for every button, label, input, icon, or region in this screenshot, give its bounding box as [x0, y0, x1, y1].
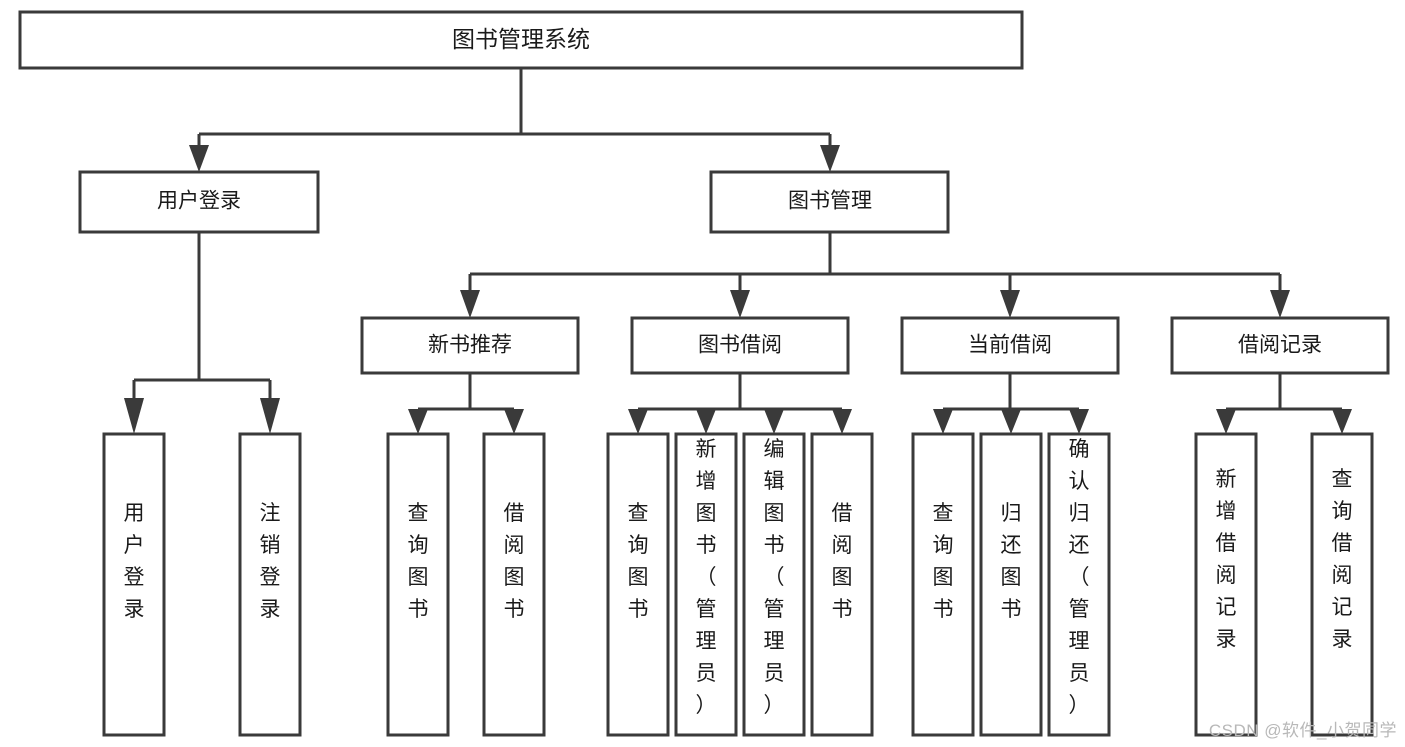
node-query-book-3-label: 查询图书 — [933, 502, 954, 621]
node-add-borrow-record-box[interactable] — [1194, 432, 1258, 737]
arrowhead-new-book-recommend — [460, 290, 480, 318]
node-add-book-admin[interactable]: 新增图书（管理员） — [674, 432, 738, 737]
node-user-logout-label: 注销登录 — [260, 502, 281, 621]
node-borrow-book-2[interactable]: 借阅图书 — [810, 432, 874, 737]
node-query-book-1-box[interactable] — [386, 432, 450, 737]
node-borrow-book-1-label: 借阅图书 — [504, 502, 525, 621]
arrowhead-query-book-2 — [628, 409, 648, 434]
arrowhead-query-borrow-record — [1332, 409, 1352, 434]
node-user-logout-box[interactable] — [238, 432, 302, 737]
node-current-borrow[interactable]: 当前借阅 — [900, 316, 1120, 375]
node-current-borrow-label: 当前借阅 — [968, 334, 1052, 357]
arrowhead-query-book-1 — [408, 409, 428, 434]
node-book-manage-box[interactable] — [709, 170, 950, 234]
node-user-login[interactable]: 用户登录 — [78, 170, 320, 234]
node-new-book-recommend-box[interactable] — [360, 316, 580, 375]
node-user-login-do-label: 用户登录 — [124, 502, 145, 621]
node-edit-book-admin-label: 编辑图书（管理员） — [764, 438, 785, 717]
node-query-borrow-record[interactable]: 查询借阅记录 — [1310, 432, 1374, 737]
arrowhead-add-book-admin — [696, 409, 716, 434]
node-query-book-1[interactable]: 查询图书 — [386, 432, 450, 737]
node-root-label: 图书管理系统 — [452, 26, 590, 52]
node-book-borrow-label: 图书借阅 — [698, 334, 782, 357]
node-root[interactable]: 图书管理系统 — [18, 10, 1024, 70]
node-new-book-recommend-label: 新书推荐 — [428, 334, 512, 357]
node-user-login-label: 用户登录 — [157, 190, 241, 213]
node-query-book-2[interactable]: 查询图书 — [606, 432, 670, 737]
arrowhead-book-manage — [820, 145, 840, 172]
node-return-book-label: 归还图书 — [1001, 502, 1022, 621]
node-user-login-do[interactable]: 用户登录 — [102, 432, 166, 737]
node-confirm-return-admin-box[interactable] — [1047, 432, 1111, 737]
node-add-book-admin-label: 新增图书（管理员） — [696, 438, 717, 717]
node-new-book-recommend[interactable]: 新书推荐 — [360, 316, 580, 375]
arrowhead-book-borrow — [730, 290, 750, 318]
node-book-manage-label: 图书管理 — [788, 190, 872, 213]
node-user-login-do-box[interactable] — [102, 432, 166, 737]
arrowhead-borrow-book-1 — [504, 409, 524, 434]
node-current-borrow-box[interactable] — [900, 316, 1120, 375]
node-book-manage[interactable]: 图书管理 — [709, 170, 950, 234]
node-add-borrow-record[interactable]: 新增借阅记录 — [1194, 432, 1258, 737]
node-return-book[interactable]: 归还图书 — [979, 432, 1043, 737]
node-query-borrow-record-box[interactable] — [1310, 432, 1374, 737]
node-borrow-record-box[interactable] — [1170, 316, 1390, 375]
node-edit-book-admin[interactable]: 编辑图书（管理员） — [742, 432, 806, 737]
arrowhead-user-logout — [260, 398, 280, 434]
node-query-book-2-box[interactable] — [606, 432, 670, 737]
node-edit-book-admin-box[interactable] — [742, 432, 806, 737]
node-book-borrow[interactable]: 图书借阅 — [630, 316, 850, 375]
node-return-book-box[interactable] — [979, 432, 1043, 737]
node-borrow-book-2-box[interactable] — [810, 432, 874, 737]
connector-layer — [124, 68, 1352, 434]
node-borrow-record-label: 借阅记录 — [1238, 334, 1322, 357]
node-add-book-admin-box[interactable] — [674, 432, 738, 737]
node-query-book-3[interactable]: 查询图书 — [911, 432, 975, 737]
arrowhead-add-borrow-record — [1216, 409, 1236, 434]
arrowhead-borrow-record — [1270, 290, 1290, 318]
node-query-book-2-label: 查询图书 — [628, 502, 649, 621]
node-user-login-box[interactable] — [78, 170, 320, 234]
node-query-book-1-label: 查询图书 — [408, 502, 429, 621]
node-query-borrow-record-label: 查询借阅记录 — [1332, 468, 1353, 651]
node-borrow-book-1-box[interactable] — [482, 432, 546, 737]
arrowhead-borrow-book-2 — [832, 409, 852, 434]
csdn-watermark: CSDN @软件_小贺同学 — [1208, 721, 1397, 740]
node-borrow-record[interactable]: 借阅记录 — [1170, 316, 1390, 375]
arrowhead-confirm-return-admin — [1069, 409, 1089, 434]
node-query-book-3-box[interactable] — [911, 432, 975, 737]
arrowhead-return-book — [1001, 409, 1021, 434]
node-user-logout[interactable]: 注销登录 — [238, 432, 302, 737]
arrowhead-user-login — [189, 145, 209, 172]
node-add-borrow-record-label: 新增借阅记录 — [1216, 468, 1237, 651]
node-borrow-book-2-label: 借阅图书 — [832, 502, 853, 621]
node-book-borrow-box[interactable] — [630, 316, 850, 375]
arrowhead-user-login-do — [124, 398, 144, 434]
node-confirm-return-admin-label: 确认归还（管理员） — [1069, 438, 1090, 717]
arrowhead-current-borrow — [1000, 290, 1020, 318]
node-confirm-return-admin[interactable]: 确认归还（管理员） — [1047, 432, 1111, 737]
arrowhead-edit-book-admin — [764, 409, 784, 434]
arrowhead-query-book-3 — [933, 409, 953, 434]
node-root-box[interactable] — [18, 10, 1024, 70]
node-borrow-book-1[interactable]: 借阅图书 — [482, 432, 546, 737]
